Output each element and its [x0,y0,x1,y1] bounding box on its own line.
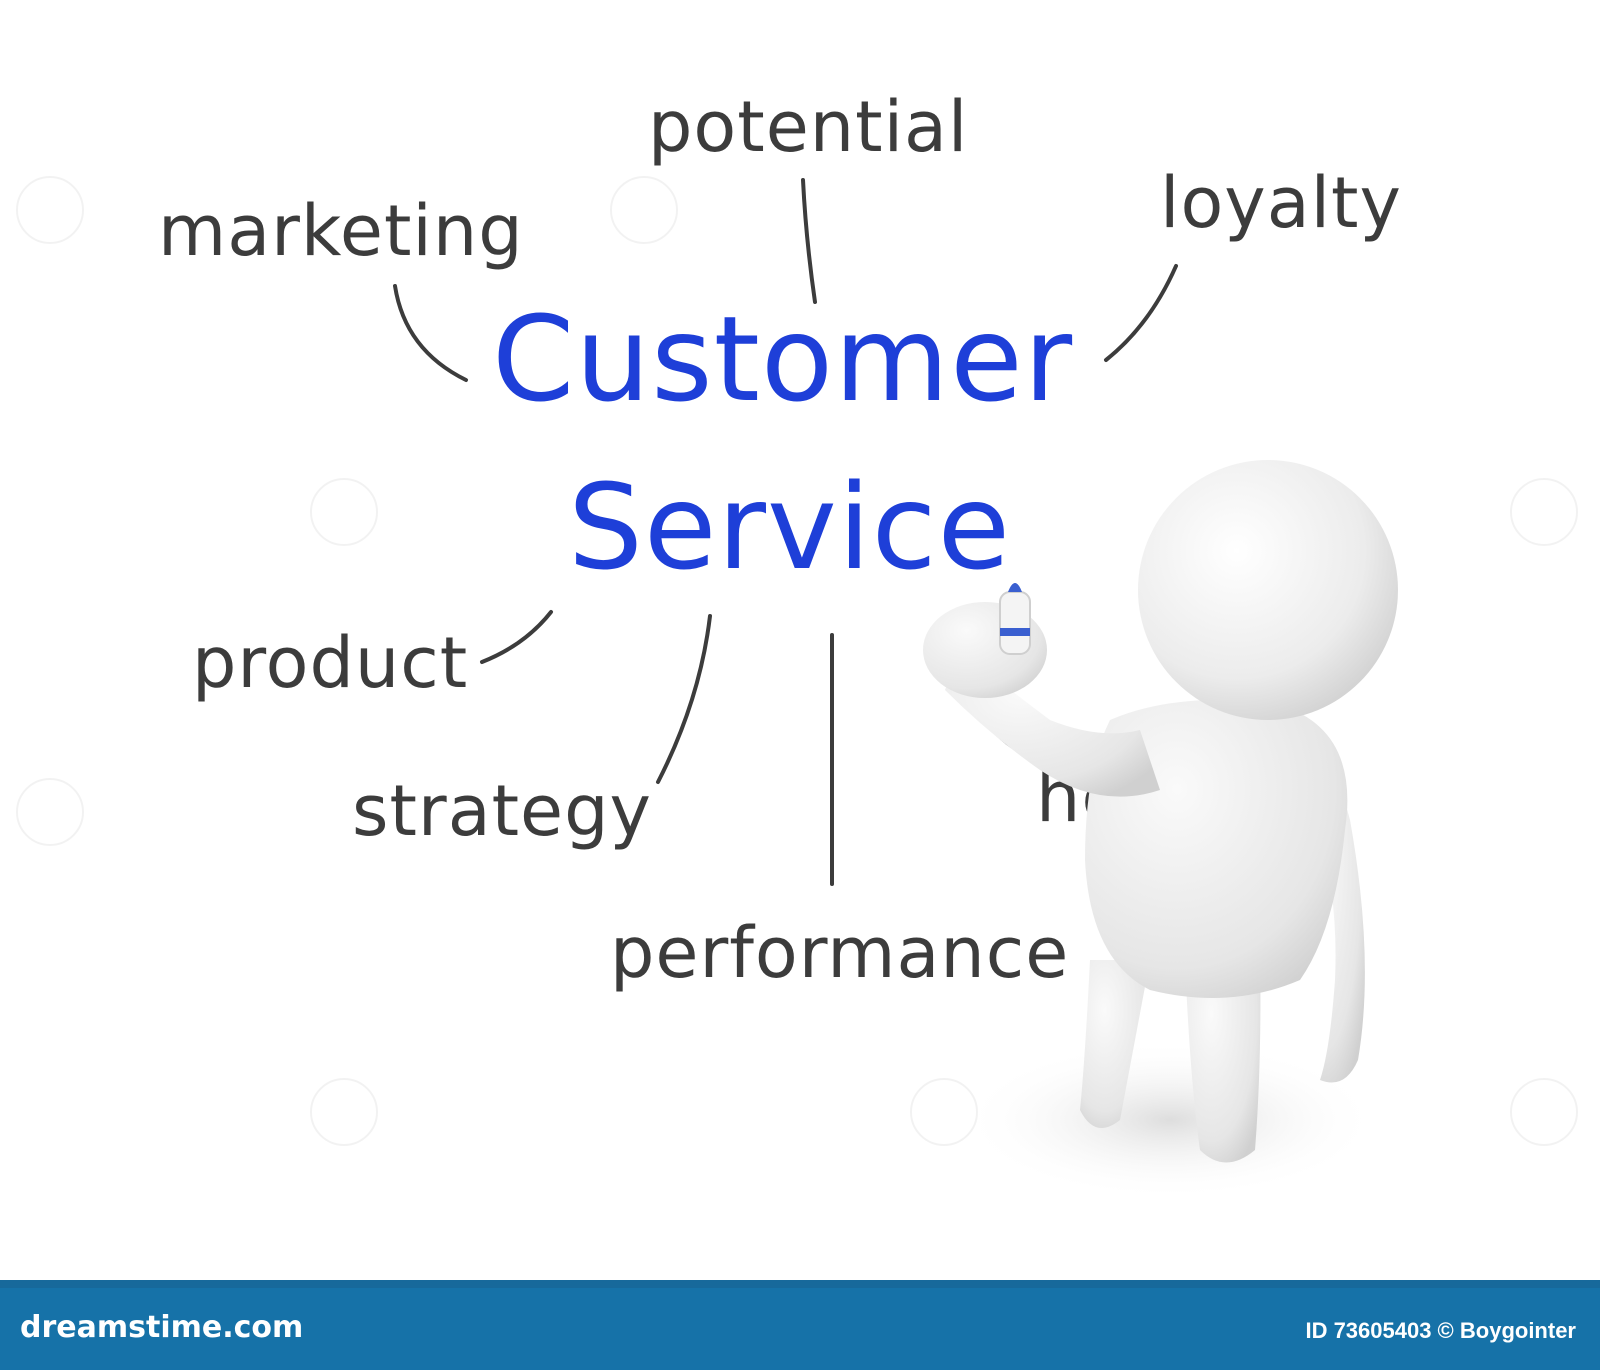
watermark-icon [610,176,678,244]
connector-loyalty [1104,264,1178,362]
term-marketing: marketing [158,190,524,272]
marker-icon [999,583,1031,655]
title-line-service: Service [568,458,1012,596]
footer-band [0,1288,1600,1370]
figure-left-leg [1080,960,1150,1128]
footer-top-bar [0,1280,1600,1288]
illustration-canvas: Customer Service potential marketing loy… [16,86,1578,1200]
connector-strategy [656,614,712,784]
watermark-icon [310,1078,378,1146]
watermark-icon [16,778,84,846]
dreamstime-logo: dreamstime.com [20,1310,304,1345]
image-credit: ID 73605403 © Boygointer [1305,1318,1576,1343]
watermark-icon [16,176,84,244]
term-performance: performance [610,912,1070,994]
term-strategy: strategy [352,770,652,852]
figure-head [1138,460,1398,720]
connector-marketing [393,284,468,382]
white-figure-illustration [923,460,1398,1200]
title-line-customer: Customer [492,290,1074,428]
term-loyalty: loyalty [1160,162,1402,244]
figure-right-arm [1300,760,1365,1083]
term-product: product [192,622,469,704]
watermark-icon [310,478,378,546]
figure-right-leg [1185,950,1261,1163]
connector-potential [801,178,817,304]
watermark-icon [1510,1078,1578,1146]
figure-shadow [960,1040,1380,1200]
watermark-icon [1510,478,1578,546]
term-potential: potential [648,86,969,168]
stock-footer: dreamstime.com ID 73605403 © Boygointer [0,1280,1600,1370]
connector-product [480,610,553,664]
